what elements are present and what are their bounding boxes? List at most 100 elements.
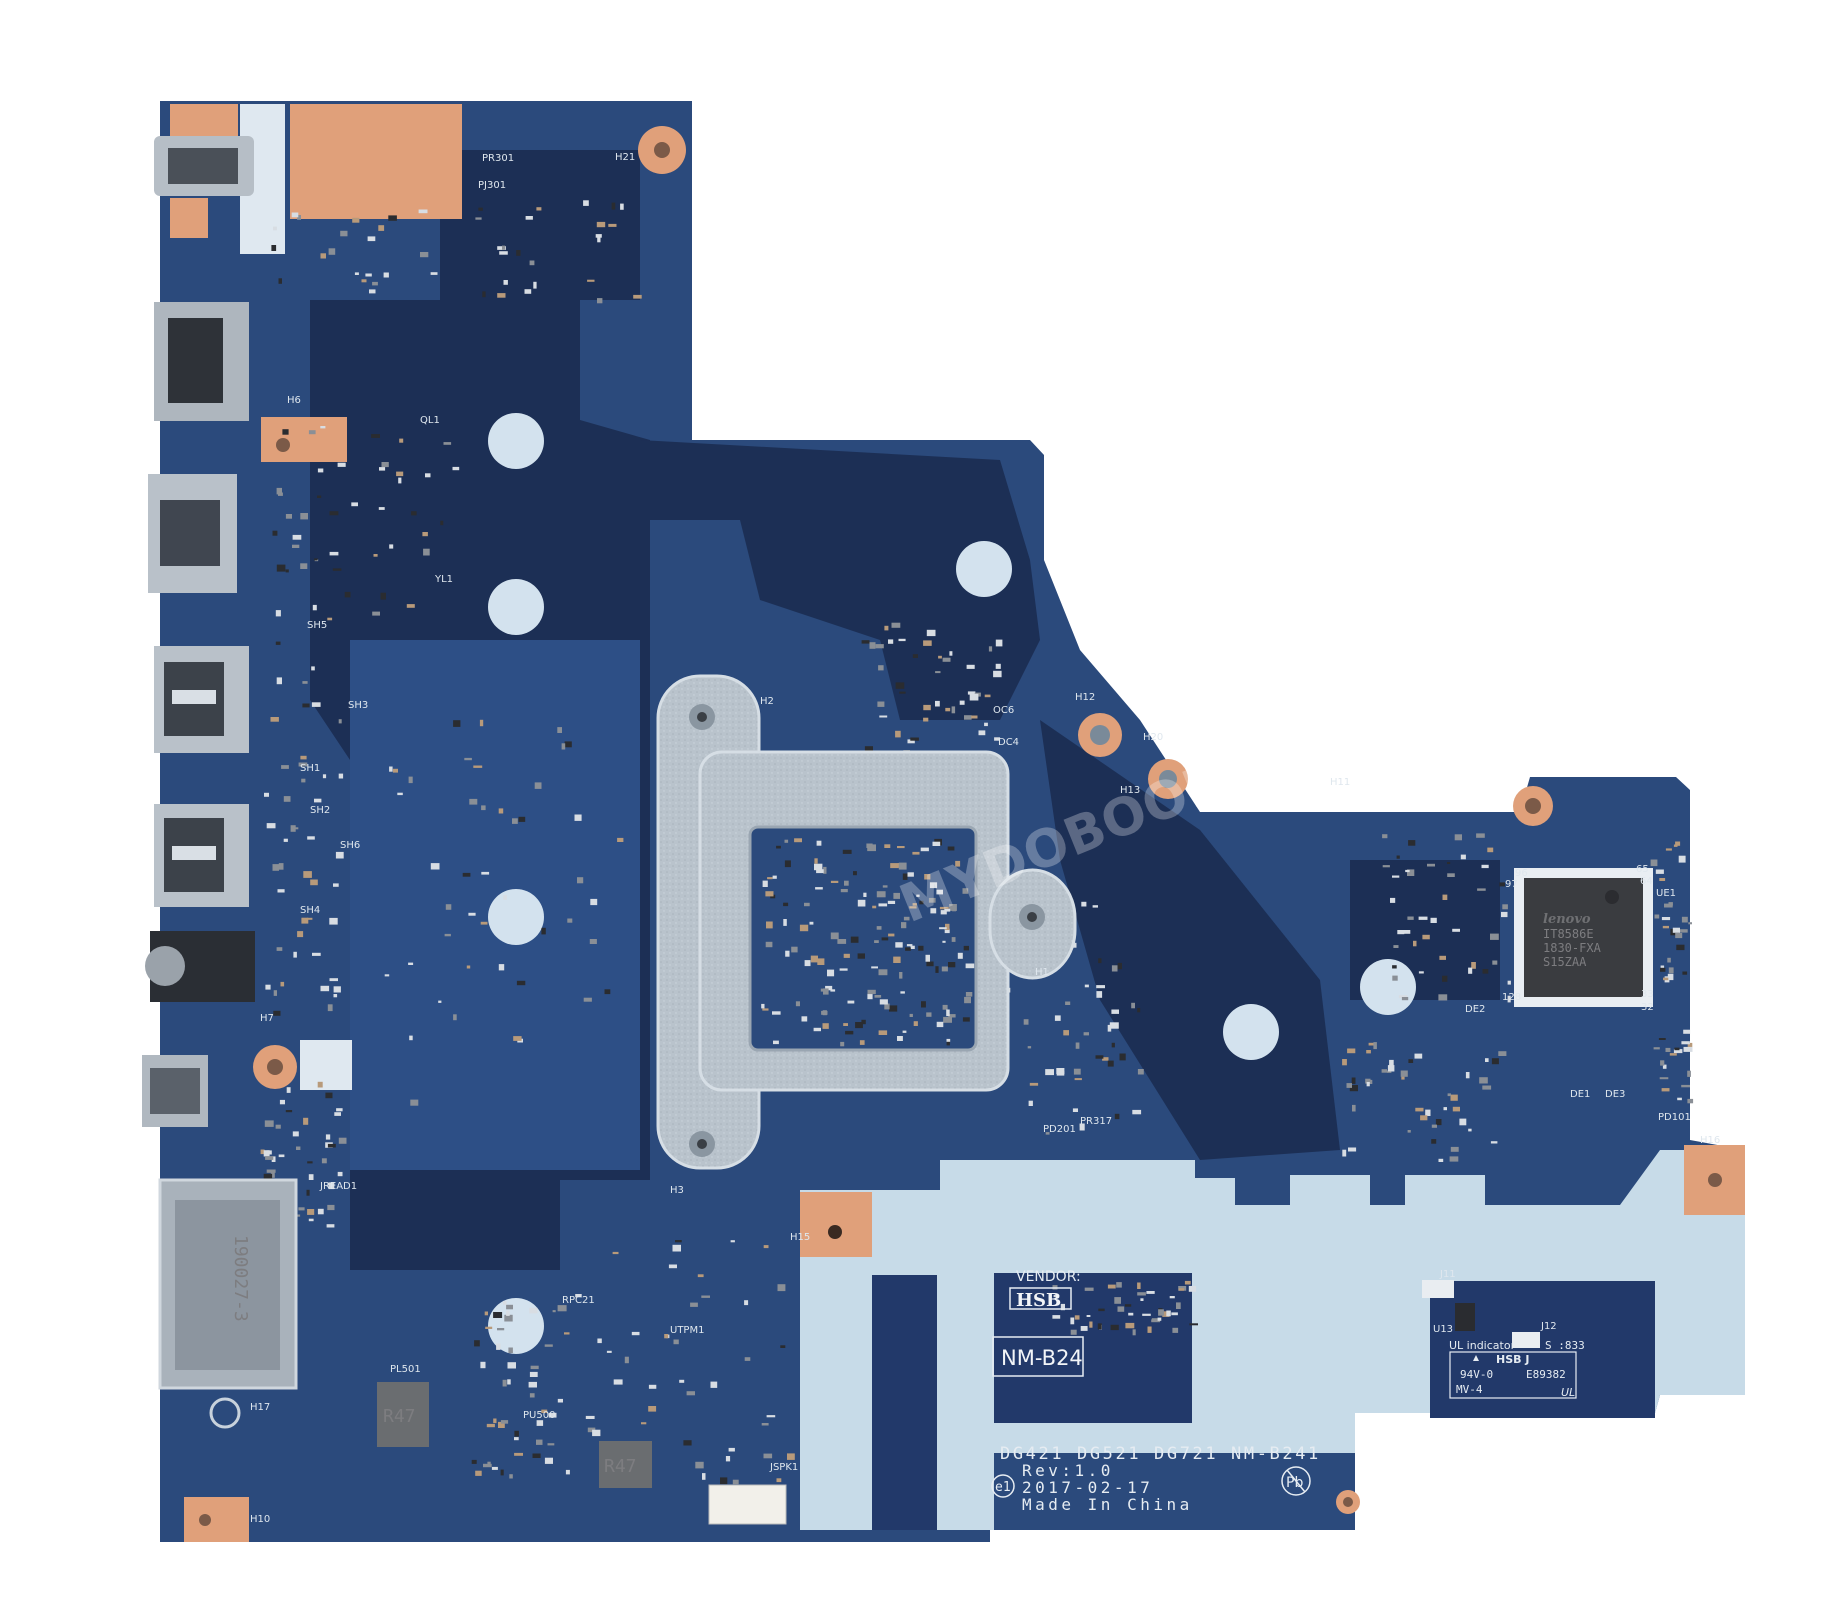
power-jack: [154, 136, 254, 196]
smd-component: [995, 639, 1003, 647]
smd-component: [1661, 917, 1671, 921]
smd-component: [672, 1244, 681, 1252]
smd-component: [844, 880, 849, 886]
smd-component: [889, 1005, 898, 1012]
smd-component: [823, 988, 829, 995]
smd-component: [383, 272, 389, 278]
designator-label: DE3: [1605, 1089, 1625, 1100]
designator-label: H6: [287, 395, 301, 406]
smd-component: [1468, 967, 1473, 974]
smd-component: [772, 1011, 781, 1015]
smd-component: [270, 717, 279, 722]
smd-component: [1368, 1079, 1373, 1084]
smd-component: [396, 471, 404, 477]
designator-label: H2: [760, 696, 774, 707]
smd-component: [453, 1014, 457, 1021]
smd-component: [891, 622, 901, 628]
smd-component: [481, 871, 490, 875]
smd-component: [263, 1173, 273, 1180]
smd-component: [302, 703, 310, 708]
smd-component: [1381, 1069, 1387, 1073]
smd-component: [1663, 977, 1669, 981]
smd-component: [895, 730, 901, 738]
designator-label: SH2: [310, 805, 330, 816]
smd-component: [340, 230, 348, 237]
smd-component: [1140, 1298, 1144, 1301]
smd-component: [536, 1420, 544, 1426]
smd-component: [1365, 1078, 1371, 1084]
smd-component: [475, 217, 482, 220]
designator-label: YL1: [434, 574, 453, 585]
smd-component: [275, 1124, 281, 1129]
smd-component: [926, 629, 936, 637]
smd-component: [1132, 1329, 1136, 1336]
smd-component: [1672, 927, 1680, 933]
smd-component: [942, 940, 946, 943]
smd-component: [1662, 1064, 1667, 1069]
smd-component: [994, 737, 1001, 741]
smd-component: [271, 1156, 276, 1162]
smd-component: [1028, 1100, 1033, 1106]
designator-label: PR317: [1080, 1116, 1112, 1127]
smd-component: [648, 1384, 657, 1389]
smd-component: [595, 234, 602, 238]
smd-component: [1679, 929, 1688, 933]
smd-component: [879, 999, 888, 1005]
copper-pads: [170, 104, 1745, 1542]
smd-component: [855, 1022, 863, 1029]
smd-component: [1074, 1315, 1080, 1320]
smd-component: [847, 1000, 855, 1004]
smd-component: [1673, 1049, 1683, 1054]
chip-lot: 1830-FXA: [1543, 941, 1602, 955]
smd-component: [1382, 834, 1388, 839]
smd-component: [1070, 1329, 1077, 1335]
svg-text:UE1: UE1: [1656, 888, 1676, 899]
smd-component: [389, 766, 393, 772]
smd-component: [507, 1362, 516, 1369]
smd-component: [946, 1009, 950, 1017]
smd-component: [879, 715, 888, 718]
smd-component: [766, 921, 773, 929]
smd-component: [1398, 995, 1408, 999]
smd-component: [329, 978, 338, 982]
smd-component: [783, 902, 789, 907]
smd-component: [765, 941, 773, 948]
designator-label: OC6: [993, 705, 1014, 716]
smd-component: [311, 702, 321, 707]
smd-component: [328, 248, 336, 255]
smd-component: [1681, 1084, 1690, 1088]
smd-component: [884, 1003, 890, 1010]
smd-component: [872, 905, 877, 909]
smd-component: [1124, 1304, 1132, 1307]
smd-component: [1485, 1058, 1489, 1062]
smd-component: [475, 1470, 482, 1476]
smd-component: [1676, 944, 1685, 951]
smd-component: [1447, 862, 1451, 864]
smd-component: [1491, 1058, 1499, 1065]
smd-component: [264, 792, 269, 797]
smd-component: [1665, 848, 1672, 851]
smd-component: [280, 981, 285, 987]
smd-component: [903, 916, 910, 921]
io-ports: [142, 136, 298, 1390]
smd-component: [732, 1479, 739, 1485]
smd-component: [864, 746, 873, 751]
smd-component: [329, 551, 339, 556]
smd-component: [1452, 928, 1460, 932]
pb-strike: [1286, 1469, 1306, 1493]
smd-component: [1430, 917, 1437, 923]
smd-component: [328, 1182, 335, 1190]
smd-component: [783, 919, 787, 926]
smd-component: [493, 1418, 497, 1424]
smd-component: [906, 944, 913, 947]
smd-component: [1073, 1068, 1081, 1075]
designator-label: H1: [1035, 967, 1049, 978]
smd-component: [473, 765, 483, 768]
smd-component: [1397, 930, 1405, 935]
smd-component: [590, 898, 598, 906]
smd-component: [481, 805, 486, 811]
smd-component: [900, 991, 905, 994]
smd-component: [1431, 1139, 1437, 1144]
smd-component: [308, 430, 316, 435]
svg-text:128: 128: [1502, 992, 1521, 1003]
